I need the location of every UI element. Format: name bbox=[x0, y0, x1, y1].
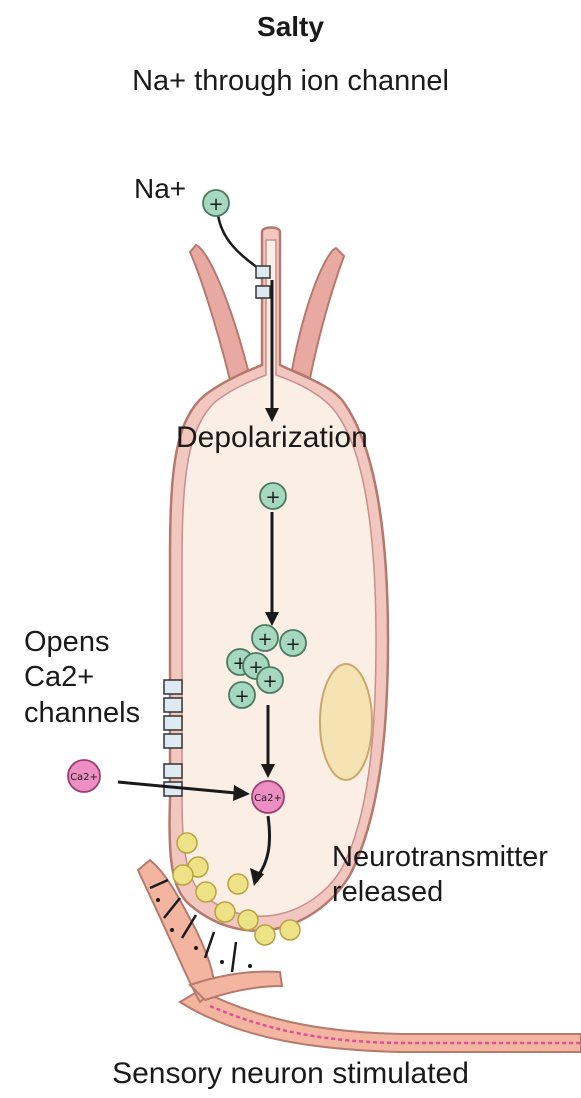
diagram-title: Salty bbox=[0, 12, 581, 41]
nucleus bbox=[320, 664, 372, 780]
neurotransmitter-dot bbox=[248, 964, 252, 968]
na-ion-cluster-2: + bbox=[280, 630, 306, 656]
ca-channel bbox=[164, 734, 182, 748]
neurotransmitter-dot bbox=[170, 928, 174, 932]
svg-text:+: + bbox=[257, 629, 272, 650]
vesicle bbox=[196, 882, 216, 902]
na-ion-single: + bbox=[260, 483, 286, 509]
neurotransmitter-dot bbox=[194, 946, 198, 950]
svg-text:Ca2+: Ca2+ bbox=[254, 793, 282, 804]
diagram-subtitle: Na+ through ion channel bbox=[0, 66, 581, 96]
vesicle bbox=[255, 925, 275, 945]
vesicle bbox=[177, 833, 197, 853]
svg-text:+: + bbox=[285, 634, 300, 655]
svg-text:+: + bbox=[208, 194, 223, 215]
nt-line-1: Neurotransmitter bbox=[332, 840, 548, 875]
vesicle bbox=[238, 910, 258, 930]
microvillus-right bbox=[292, 248, 344, 378]
ca-ion-inside: Ca2+ bbox=[252, 781, 284, 813]
na-label: Na+ bbox=[134, 174, 186, 203]
svg-text:+: + bbox=[265, 487, 280, 508]
na-ion-cluster-6: + bbox=[229, 682, 255, 708]
ca-channel bbox=[164, 764, 182, 778]
neurotransmitter-dot bbox=[156, 898, 160, 902]
neurotransmitter-dot bbox=[220, 960, 224, 964]
release-arrow bbox=[232, 942, 236, 972]
opens-ca-channels-label: Opens Ca2+ channels bbox=[24, 625, 140, 731]
opens-line-1: Opens bbox=[24, 625, 140, 660]
ca-channel bbox=[164, 680, 182, 694]
na-ion-channel-top bbox=[256, 266, 270, 278]
svg-text:Ca2+: Ca2+ bbox=[70, 772, 98, 783]
release-arrow bbox=[205, 932, 214, 958]
ca-channel bbox=[164, 716, 182, 730]
na-entry-path bbox=[218, 215, 258, 268]
vesicle bbox=[215, 902, 235, 922]
ca-channels bbox=[164, 680, 182, 796]
opens-line-3: channels bbox=[24, 696, 140, 731]
vesicle bbox=[228, 874, 248, 894]
opens-line-2: Ca2+ bbox=[24, 660, 140, 695]
na-ion-outside: + bbox=[203, 190, 229, 216]
na-ion-cluster-1: + bbox=[252, 625, 278, 651]
nt-line-2: released bbox=[332, 875, 548, 910]
svg-text:+: + bbox=[234, 686, 249, 707]
neurotransmitter-released-label: Neurotransmitter released bbox=[332, 840, 548, 911]
na-ion-channel-bottom bbox=[256, 286, 270, 298]
na-ion-cluster-5: + bbox=[257, 667, 283, 693]
vesicle bbox=[280, 920, 300, 940]
vesicle bbox=[173, 865, 193, 885]
sensory-neuron-label: Sensory neuron stimulated bbox=[0, 1058, 581, 1090]
depolarization-label: Depolarization bbox=[176, 422, 368, 454]
ca-ion-outside: Ca2+ bbox=[68, 760, 100, 792]
microvillus-left bbox=[190, 245, 248, 380]
ca-channel bbox=[164, 698, 182, 712]
svg-text:+: + bbox=[262, 671, 277, 692]
